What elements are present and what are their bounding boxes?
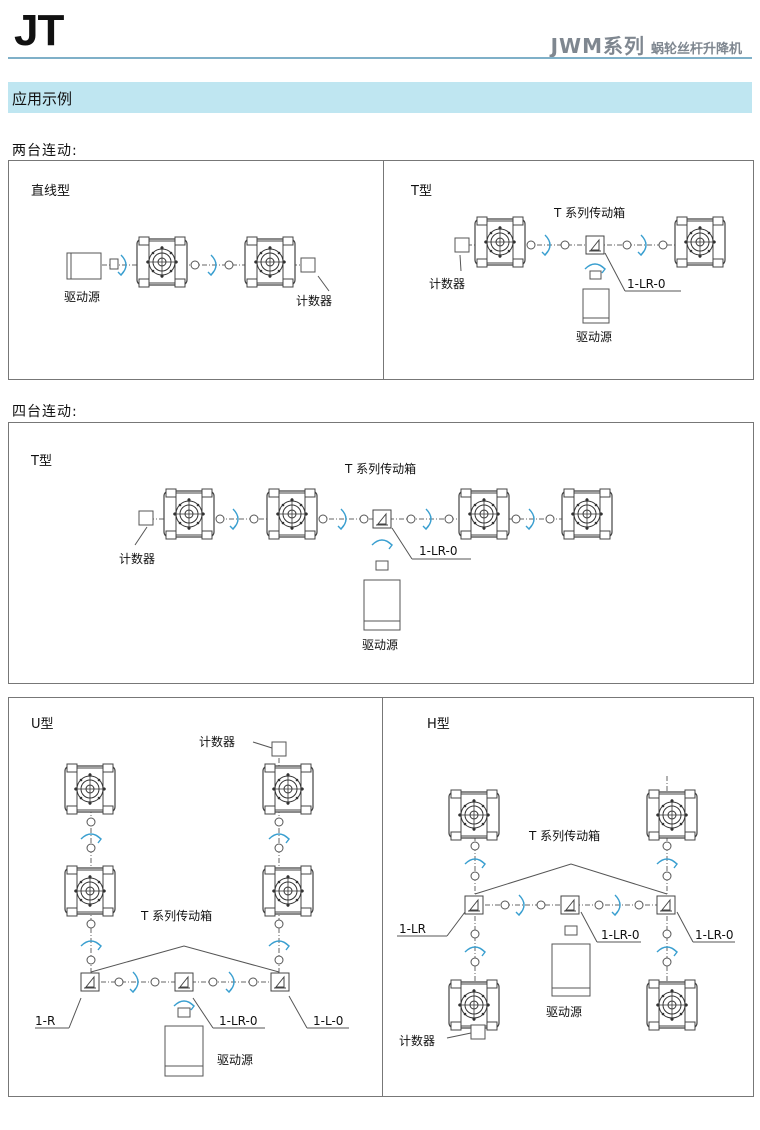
jack-icon <box>163 488 215 540</box>
counter-label: 计数器 <box>296 293 332 308</box>
four-t-diagram: T型 T 系列传动箱 1-LR-0 计数器 驱动源 <box>30 454 613 652</box>
gearbox-icon <box>270 972 290 992</box>
gearbox-label: T 系列传动箱 <box>553 205 625 220</box>
drive-label: 驱动源 <box>217 1053 253 1067</box>
drive-motor <box>164 1025 204 1077</box>
two-units-heading: 两台连动: <box>12 143 78 159</box>
t-title: T型 <box>30 454 52 469</box>
two-units-diagram: 直线型 驱动源 计数器 T型 T 系列传动箱 <box>31 184 726 344</box>
counter-box <box>470 1024 486 1040</box>
jack-icon <box>448 789 500 841</box>
drive-motor <box>363 579 401 631</box>
code-label: 1-LR-0 <box>419 544 457 558</box>
u-title: U型 <box>31 717 54 732</box>
counter-label: 计数器 <box>119 551 155 566</box>
drive-motor <box>66 252 102 280</box>
four-uh-panel: U型 计数器 T 系列传动箱 <box>8 697 754 1097</box>
drive-motor <box>582 288 610 324</box>
jack-icon <box>674 216 726 268</box>
panel-divider <box>383 161 384 379</box>
panel-divider <box>382 698 383 1096</box>
jack-icon <box>561 488 613 540</box>
shaft-joint <box>224 260 234 270</box>
straight-title: 直线型 <box>31 184 70 199</box>
gearbox-label: T 系列传动箱 <box>140 908 212 923</box>
code-left-label: 1-R <box>35 1014 55 1028</box>
four-t-panel: T型 T 系列传动箱 1-LR-0 计数器 驱动源 <box>8 422 754 684</box>
drive-motor <box>551 943 591 997</box>
code-right-label: 1-L-0 <box>313 1014 343 1028</box>
code-mid-label: 1-LR-0 <box>219 1014 257 1028</box>
jack-icon <box>266 488 318 540</box>
counter-box <box>300 257 316 273</box>
jack-icon <box>458 488 510 540</box>
gearbox-icon <box>560 895 580 915</box>
code-left-label: 1-LR <box>399 922 426 936</box>
drive-label: 驱动源 <box>546 1005 582 1019</box>
counter-label: 计数器 <box>199 734 235 749</box>
section-title: 应用示例 <box>12 90 73 108</box>
counter-label: 计数器 <box>429 276 465 291</box>
four-units-heading: 四台连动: <box>12 404 78 420</box>
t-title: T型 <box>410 184 432 199</box>
gearbox-icon <box>372 509 392 529</box>
jack-icon <box>646 979 698 1031</box>
drive-label: 驱动源 <box>576 330 612 344</box>
gearbox-label: T 系列传动箱 <box>528 828 600 843</box>
code-right-label: 1-LR-0 <box>695 928 733 942</box>
section-band: 应用示例 <box>8 82 752 113</box>
counter-box <box>271 741 287 757</box>
series-title: JWM系列蜗轮丝杆升降机 <box>551 30 742 59</box>
jack-icon <box>64 865 116 917</box>
series-name: JWM系列 <box>550 34 645 58</box>
gearbox-icon <box>80 972 100 992</box>
jack-icon <box>448 979 500 1031</box>
jack-icon <box>244 236 296 288</box>
series-subtitle: 蜗轮丝杆升降机 <box>650 42 742 57</box>
gearbox-icon <box>656 895 676 915</box>
gearbox-icon <box>174 972 194 992</box>
brand-logo: JT <box>14 6 64 55</box>
rotation-arrow-icon <box>371 539 393 550</box>
shaft-joint <box>190 260 200 270</box>
gearbox-icon <box>585 235 605 255</box>
gearbox-label: T 系列传动箱 <box>344 461 416 476</box>
two-units-panel: 直线型 驱动源 计数器 T型 T 系列传动箱 <box>8 160 754 380</box>
drive-label: 驱动源 <box>64 290 100 304</box>
header-rule <box>8 57 752 59</box>
counter-box <box>138 510 154 526</box>
jack-icon <box>64 763 116 815</box>
jack-icon <box>474 216 526 268</box>
counter-label: 计数器 <box>399 1033 435 1048</box>
h-title: H型 <box>427 717 450 732</box>
code-label: 1-LR-0 <box>627 277 665 291</box>
gearbox-icon <box>464 895 484 915</box>
jack-icon <box>262 865 314 917</box>
counter-box <box>454 237 470 253</box>
jack-icon <box>262 763 314 815</box>
jack-icon <box>646 789 698 841</box>
coupling <box>109 258 119 270</box>
four-uh-diagram: U型 计数器 T 系列传动箱 <box>31 717 735 1077</box>
jack-icon <box>136 236 188 288</box>
code-mid-label: 1-LR-0 <box>601 928 639 942</box>
drive-label: 驱动源 <box>362 638 398 652</box>
